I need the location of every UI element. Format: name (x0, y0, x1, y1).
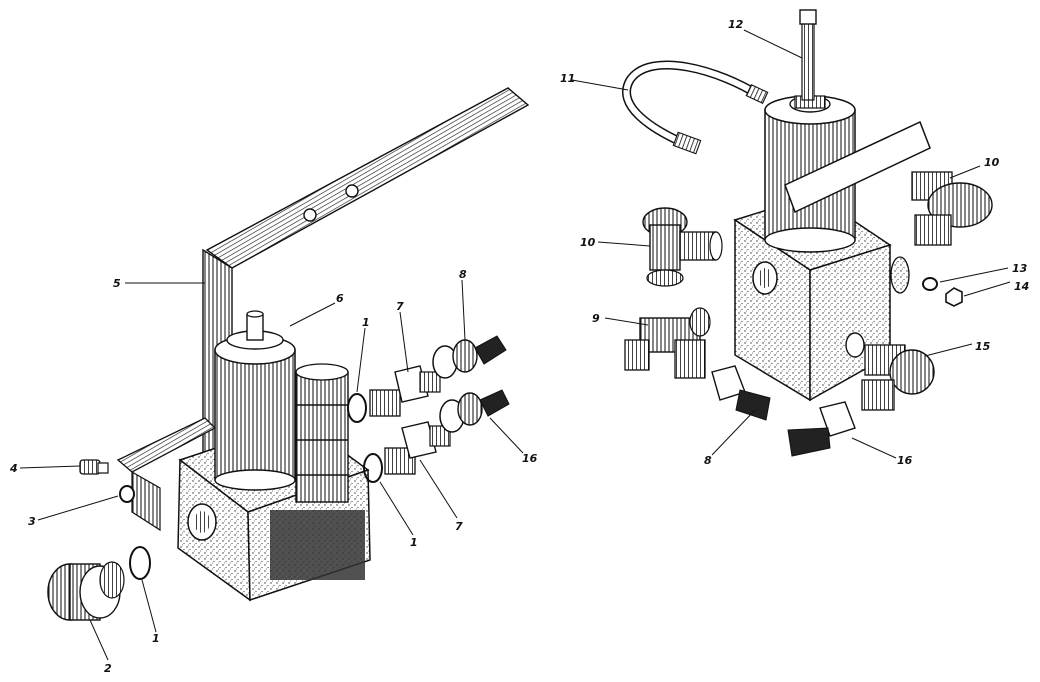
callout-7-top: 7 (396, 300, 404, 313)
callout-15: 15 (975, 340, 991, 353)
callout-8-right: 8 (704, 454, 712, 467)
callout-8-left: 8 (459, 268, 467, 281)
right-solenoid (764, 95, 856, 253)
callout-9: 9 (592, 312, 600, 325)
callout-10-left: 10 (580, 236, 596, 249)
right-assembly (571, 9, 1011, 459)
mounting-strap (784, 120, 931, 214)
part-11-hose (622, 60, 763, 153)
callout-1-union: 1 (152, 632, 160, 645)
part-1-ring-a (129, 546, 151, 580)
callout-14: 14 (1014, 280, 1029, 293)
part-4-screw (79, 459, 109, 475)
part-16-connector-b (787, 401, 856, 457)
bracket-arm (205, 87, 530, 269)
part-10-elbow-a (642, 207, 723, 287)
callout-5: 5 (113, 277, 121, 290)
part-12-stud (799, 9, 817, 101)
callout-12: 12 (728, 18, 744, 31)
part-8-connector-a (432, 335, 507, 379)
part-13-washer (922, 277, 938, 291)
left-assembly (19, 87, 530, 661)
callout-3: 3 (28, 515, 36, 528)
callout-13: 13 (1012, 262, 1028, 275)
part-8-connector-b (711, 365, 771, 421)
part-15-elbow (861, 344, 935, 411)
callout-7-bottom: 7 (455, 520, 463, 533)
callout-11: 11 (560, 72, 575, 85)
left-connector-housing (295, 363, 349, 503)
callout-2: 2 (104, 662, 112, 675)
left-solenoid (214, 310, 296, 491)
part-2-union (47, 561, 125, 621)
part-1-ring-b (347, 393, 367, 423)
callout-4: 4 (9, 462, 18, 475)
callout-1-bottom: 1 (410, 536, 418, 549)
callout-1-top: 1 (362, 316, 370, 329)
part-14-nut (945, 287, 963, 307)
callout-16-right: 16 (897, 454, 913, 467)
part-9-tee (624, 307, 711, 379)
part-16-connector-a (439, 389, 510, 433)
callout-10-right: 10 (984, 156, 1000, 169)
callout-16-left: 16 (522, 452, 538, 465)
part-7-fitting-b (384, 421, 451, 475)
part-3-washer (119, 485, 135, 503)
part-7-fitting-a (369, 365, 441, 417)
callout-6: 6 (336, 292, 344, 305)
callout-labels: 4 3 2 1 5 6 1 7 8 16 7 1 12 11 10 10 13 … (9, 18, 1029, 675)
part-1-ring-c (363, 453, 383, 483)
part-10-elbow-b (911, 171, 993, 246)
